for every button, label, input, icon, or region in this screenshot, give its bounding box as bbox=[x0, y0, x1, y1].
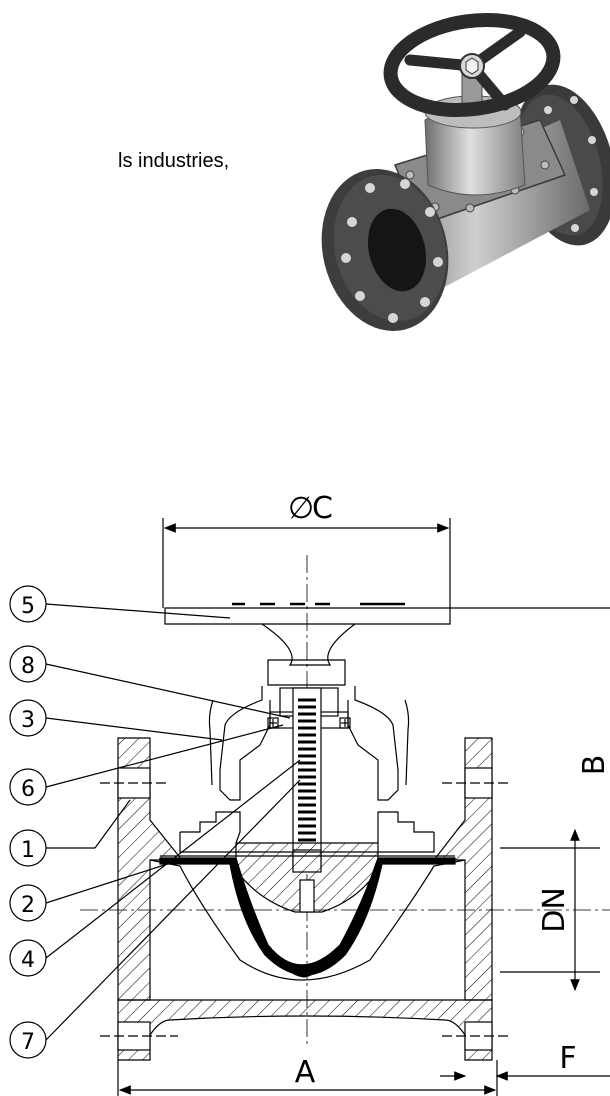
callout-8: 8 bbox=[9, 645, 47, 683]
callout-6: 6 bbox=[9, 768, 47, 806]
callout-3-label: 3 bbox=[21, 708, 35, 733]
callout-3: 3 bbox=[9, 699, 47, 737]
callout-8-label: 8 bbox=[21, 654, 35, 679]
callout-2-label: 2 bbox=[21, 893, 35, 918]
callout-4-label: 4 bbox=[21, 948, 35, 973]
callout-1-label: 1 bbox=[21, 838, 35, 863]
dimension-dn-label: DN bbox=[537, 887, 572, 933]
callout-5-label: 5 bbox=[21, 594, 35, 619]
callout-1: 1 bbox=[9, 829, 47, 867]
callout-2: 2 bbox=[9, 884, 47, 922]
callout-7: 7 bbox=[9, 1021, 47, 1059]
callout-group: 5 8 3 6 1 2 4 7 bbox=[9, 585, 47, 1059]
callout-5: 5 bbox=[9, 585, 47, 623]
dimension-c-label: C bbox=[312, 491, 333, 526]
diaphragm-valve-render-image bbox=[321, 12, 610, 331]
intro-text-fragment: ls industries, bbox=[118, 150, 230, 172]
dimension-a-label: A bbox=[295, 1055, 316, 1090]
dimension-f-label: F bbox=[559, 1041, 576, 1076]
callout-6-label: 6 bbox=[21, 777, 35, 802]
callout-7-label: 7 bbox=[21, 1030, 35, 1055]
dimension-diameter-symbol: ∅ bbox=[288, 491, 314, 526]
dimension-b-label: B bbox=[577, 755, 610, 776]
valve-section-drawing: 5 8 3 6 1 2 4 7 ∅ C B DN A F bbox=[9, 491, 610, 1096]
callout-4: 4 bbox=[9, 939, 47, 977]
